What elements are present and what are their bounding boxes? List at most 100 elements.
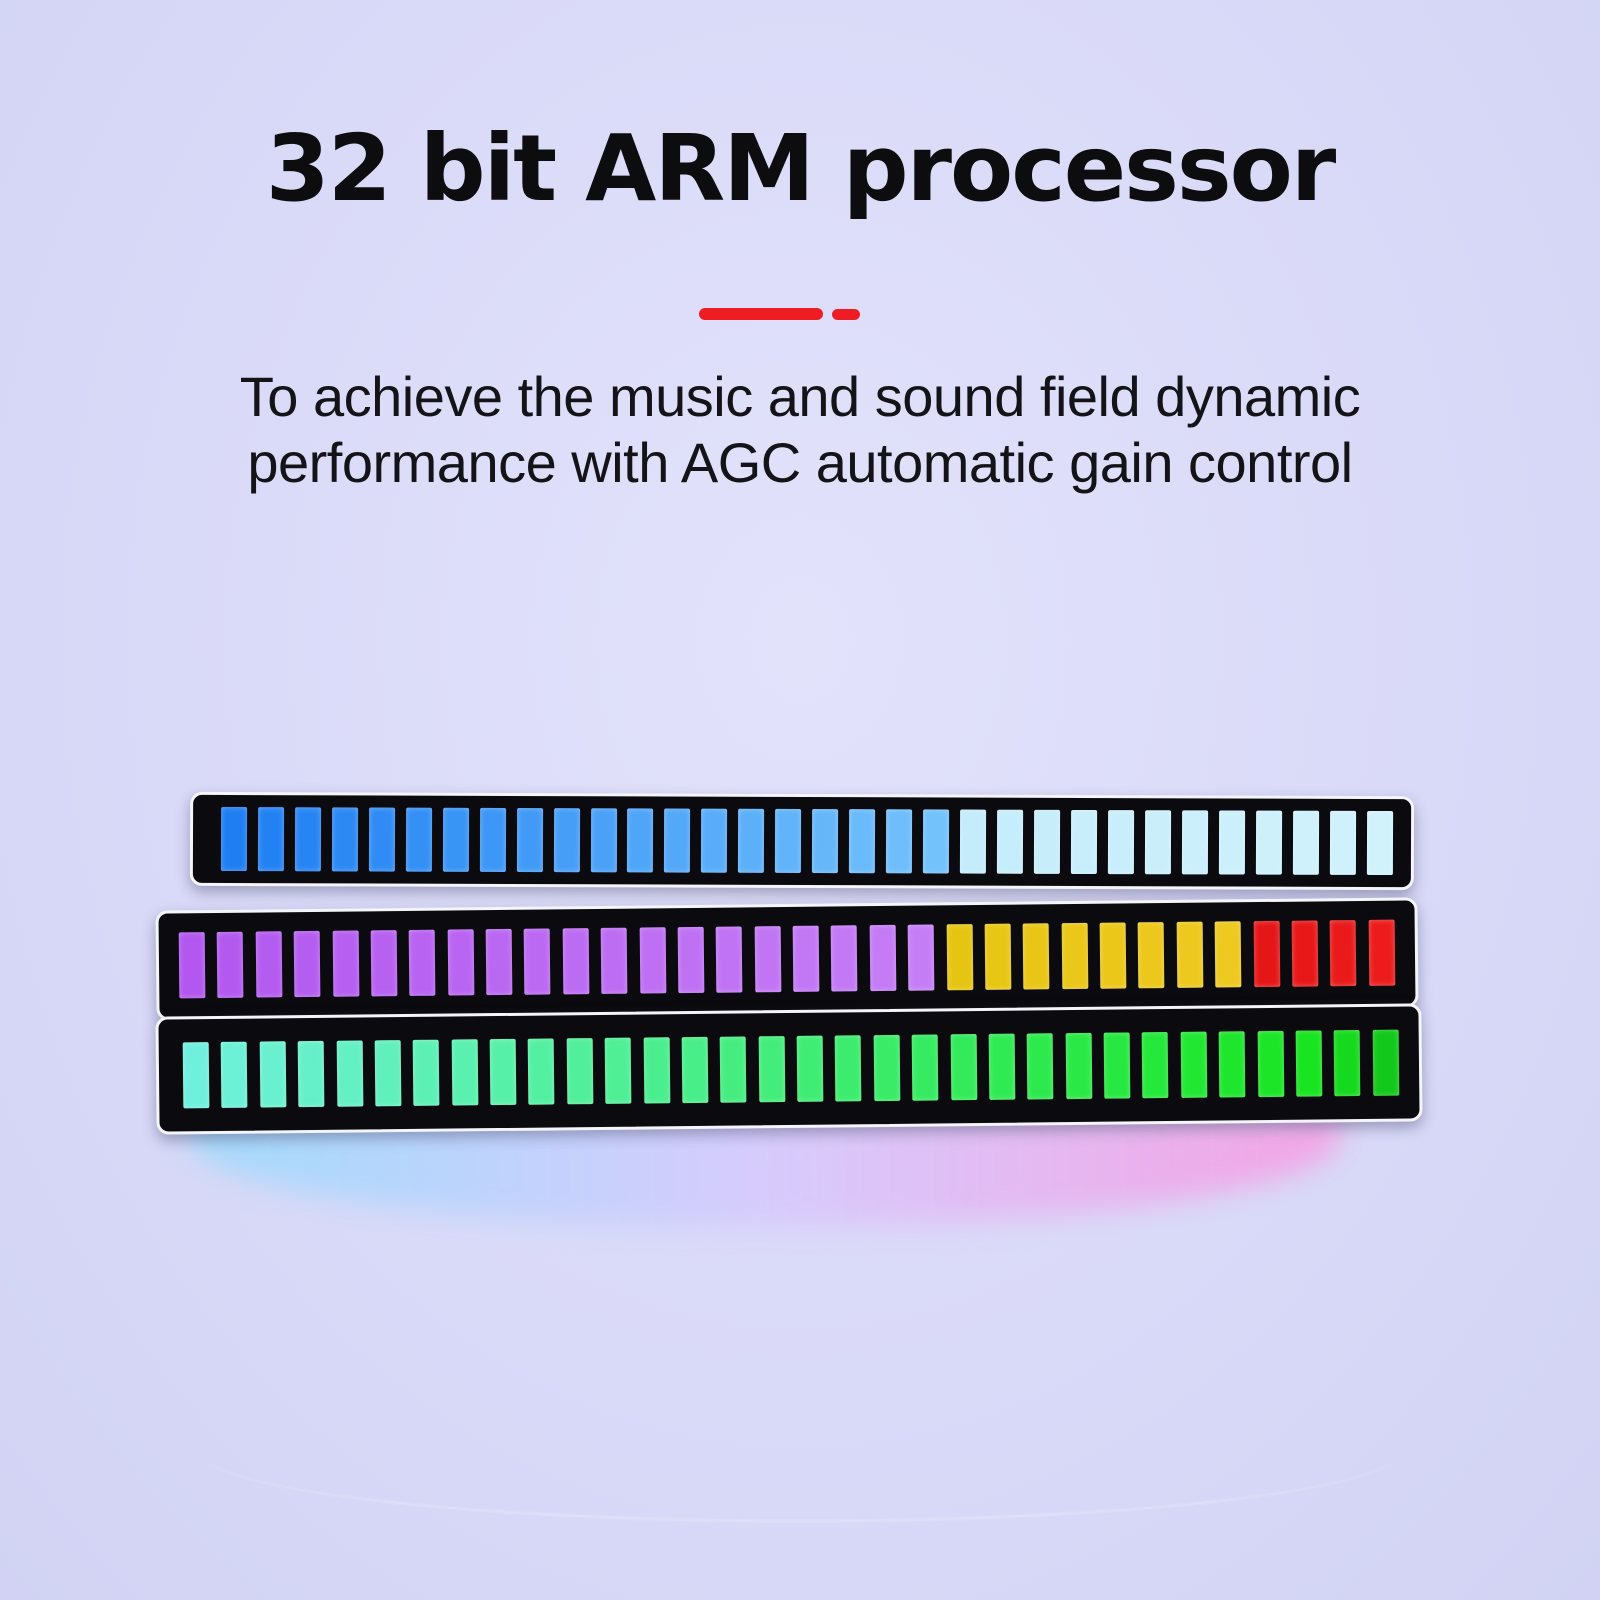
led-segment — [639, 927, 666, 994]
led-segment — [1103, 1032, 1131, 1099]
led-segment — [775, 808, 802, 873]
page-title: 32 bit ARM processor — [265, 115, 1337, 222]
led-segment — [220, 806, 248, 872]
led-segment — [257, 807, 285, 872]
led-segment — [217, 931, 244, 998]
led-segment — [715, 926, 743, 993]
led-segment — [604, 1037, 632, 1104]
led-segment — [754, 926, 781, 993]
led-segment — [259, 1041, 287, 1108]
led-segment — [1292, 810, 1319, 875]
led-segment — [221, 1041, 248, 1108]
led-segment — [553, 808, 580, 873]
led-segment — [643, 1037, 670, 1104]
led-segment — [1022, 923, 1050, 990]
led-segment — [988, 1033, 1016, 1100]
led-segment — [738, 808, 765, 873]
led-segment — [996, 809, 1024, 874]
led-segment — [1253, 920, 1280, 988]
led-segment — [849, 809, 876, 874]
led-segment — [1107, 810, 1134, 875]
led-segment — [1181, 810, 1208, 875]
led-segment — [408, 929, 436, 996]
led-segment — [297, 1040, 325, 1108]
led-segment — [370, 930, 398, 997]
led-segment — [911, 1034, 939, 1101]
led-segment — [681, 1036, 709, 1104]
underglow — [190, 1118, 1340, 1228]
led-segment — [516, 808, 543, 873]
led-segment — [812, 809, 839, 874]
led-segment — [1180, 1031, 1208, 1098]
led-segment — [950, 1034, 977, 1101]
led-segment — [485, 928, 513, 996]
led-segment — [1065, 1032, 1092, 1100]
led-segment — [792, 925, 820, 992]
led-segment — [1368, 919, 1395, 986]
led-segment — [873, 1034, 901, 1102]
led-segment — [907, 924, 935, 991]
led-segment — [1255, 810, 1282, 875]
led-segment — [869, 924, 897, 992]
led-segment — [412, 1039, 440, 1106]
led-segment — [1333, 1030, 1361, 1097]
accent-divider — [699, 308, 861, 320]
led-segment — [1214, 921, 1242, 988]
led-segment — [886, 809, 913, 874]
led-segment — [1218, 1031, 1246, 1098]
led-segment — [835, 1035, 862, 1102]
led-segment — [1099, 922, 1127, 989]
subtitle: To achieve the music and sound field dyn… — [0, 364, 1600, 496]
led-segment — [600, 927, 628, 994]
led-segment — [524, 928, 551, 995]
led-segment — [562, 928, 590, 995]
led-bar-cyan-green — [155, 1003, 1423, 1135]
led-segment — [1329, 810, 1356, 875]
led-bar-purple-yellow-red — [155, 897, 1419, 1021]
accent-dash-short — [832, 309, 860, 320]
led-segment — [1033, 809, 1061, 874]
led-segment — [590, 808, 617, 873]
led-segment — [294, 807, 322, 872]
led-segment — [758, 1036, 785, 1103]
led-segment — [701, 808, 728, 873]
led-segment — [528, 1038, 555, 1105]
led-segment — [664, 808, 691, 873]
led-bar-blue — [189, 791, 1415, 891]
led-segment — [1142, 1032, 1169, 1099]
led-segment — [336, 1040, 363, 1107]
led-segment — [1257, 1030, 1284, 1098]
led-segment — [451, 1039, 478, 1106]
led-segment — [368, 807, 395, 872]
led-segment — [1372, 1029, 1399, 1096]
led-segment — [627, 808, 654, 873]
led-segment — [293, 930, 321, 998]
led-segment — [442, 807, 469, 872]
led-segment — [922, 809, 950, 874]
led-segment — [255, 931, 283, 998]
led-segment — [959, 809, 987, 874]
subtitle-line-2: performance with AGC automatic gain cont… — [247, 431, 1353, 494]
accent-dash-long — [699, 308, 823, 320]
led-segment — [405, 807, 432, 872]
led-segment — [447, 929, 474, 996]
subtitle-line-1: To achieve the music and sound field dyn… — [239, 365, 1361, 428]
led-segment — [566, 1038, 594, 1105]
led-segment — [1176, 921, 1204, 988]
led-segment — [677, 926, 705, 994]
led-segment — [796, 1035, 824, 1102]
led-segment — [1329, 920, 1357, 987]
led-segment — [1026, 1033, 1054, 1100]
led-segment — [374, 1040, 402, 1107]
led-segment — [1061, 922, 1088, 990]
led-segment — [1070, 809, 1098, 875]
led-segment — [178, 932, 206, 999]
led-segment — [1366, 810, 1393, 876]
led-segment — [1138, 922, 1165, 989]
led-segment — [331, 807, 358, 872]
led-segment — [1295, 1030, 1323, 1097]
led-segment — [1218, 810, 1245, 875]
led-segment — [1291, 920, 1319, 987]
led-segment — [1144, 810, 1171, 875]
led-segment — [182, 1042, 210, 1109]
